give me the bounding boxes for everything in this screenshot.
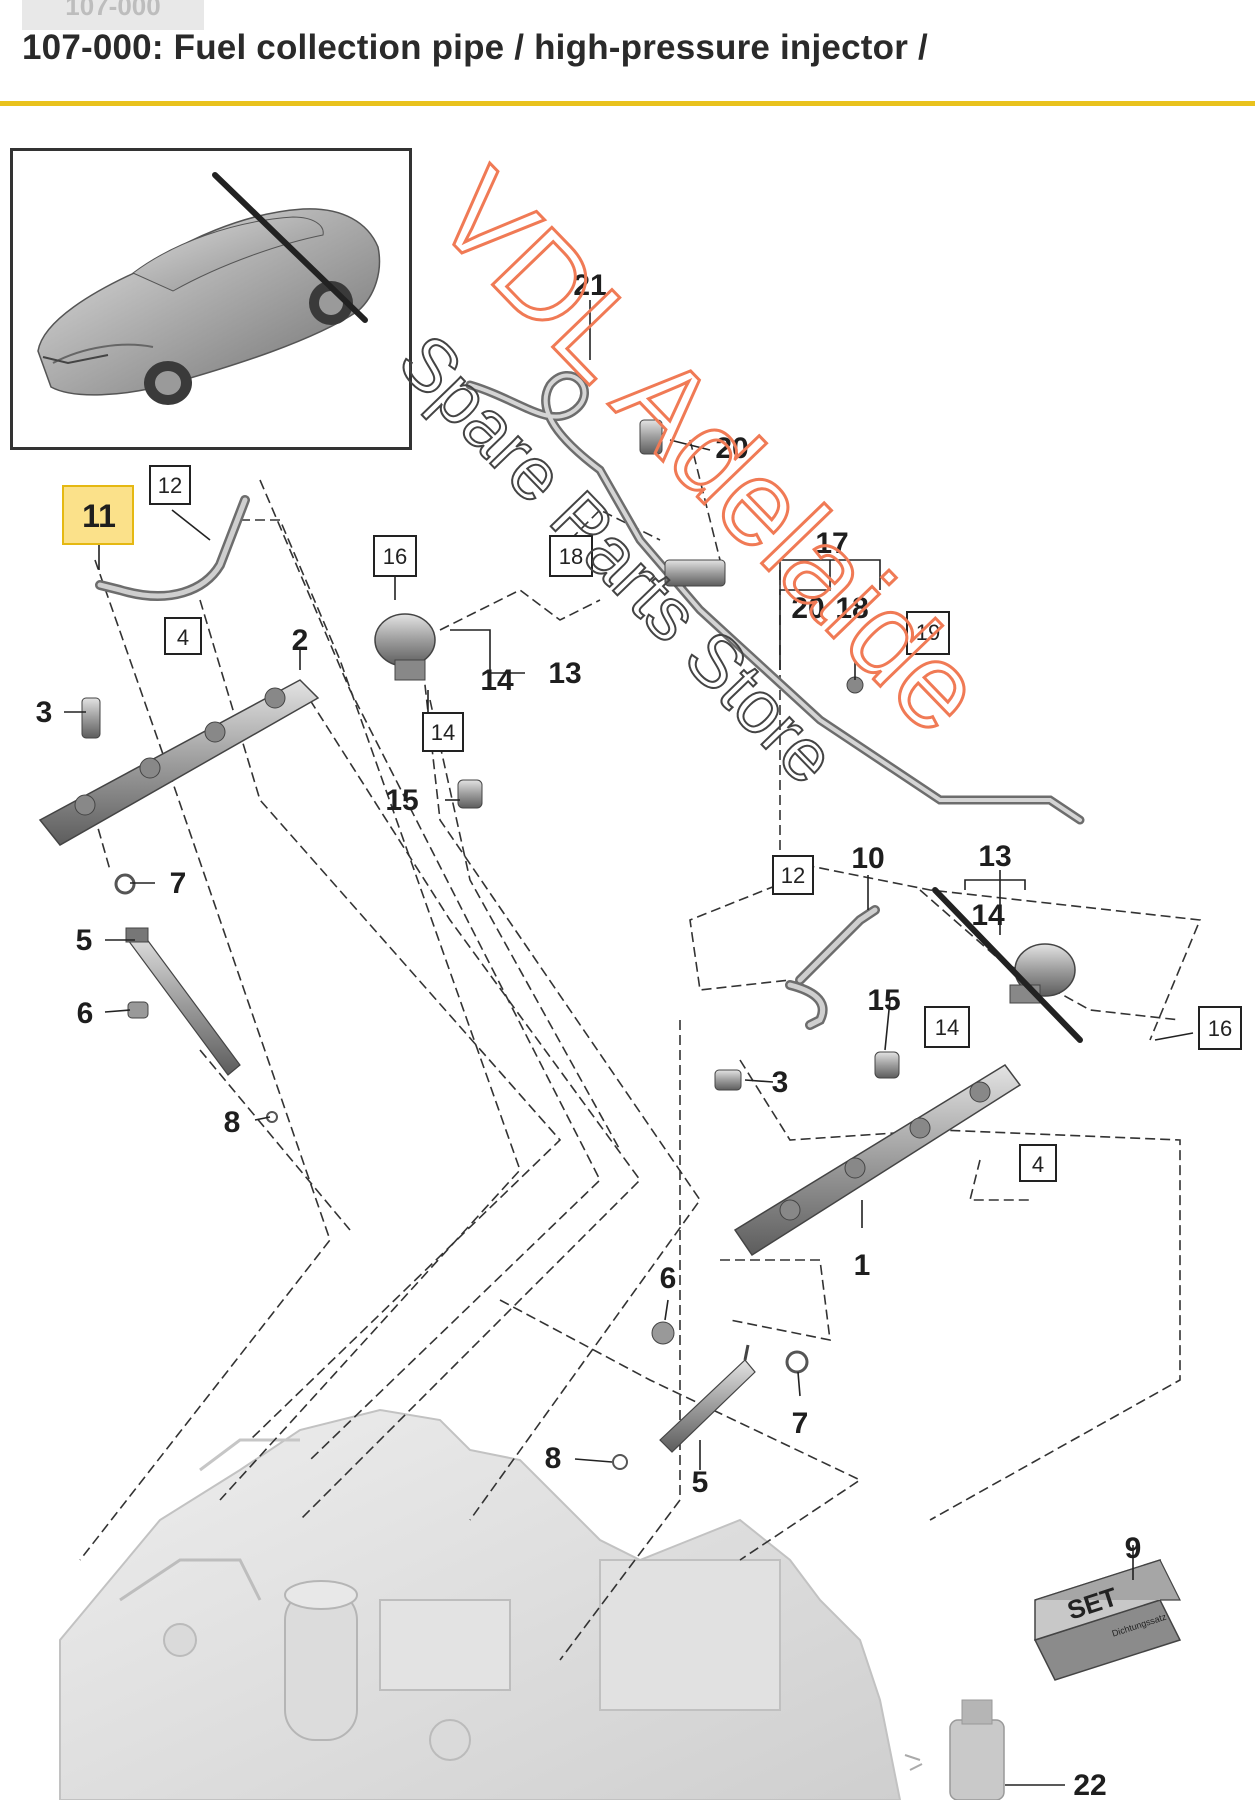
callout-12-right[interactable]: 12 [781,863,805,888]
pressure-sensor-right[interactable] [714,1069,742,1091]
watermark: VDL Adelaide Spare Parts Store [382,143,1011,800]
bush-15-right[interactable] [874,1051,900,1079]
ring-8-right[interactable] [612,1454,628,1470]
callout-numbers: 1 2 3 3 4 4 5 5 6 6 7 7 8 8 9 10 11 12 1… [36,269,1242,1800]
callout-bracket-17 [779,559,881,590]
callout-17[interactable]: 17 [815,527,848,560]
callout-14-a[interactable]: 14 [480,664,514,697]
pressure-sensor-left[interactable] [81,697,101,739]
callout-bracket-13 [964,879,1026,890]
sensor-20[interactable] [639,419,663,455]
callout-7-right[interactable]: 7 [792,1407,809,1440]
page-title: 107-000: Fuel collection pipe / high-pre… [22,28,928,67]
callout-12-left[interactable]: 12 [158,473,182,498]
title-divider [0,101,1255,106]
bush-15-left[interactable] [457,779,483,809]
high-pressure-line-left-outline [97,497,248,599]
watermark-strikes [212,172,1083,1043]
high-pressure-pump-left[interactable] [374,613,436,681]
callout-7-left[interactable]: 7 [170,867,187,900]
callout-21[interactable]: 21 [573,269,606,302]
clip-7-left[interactable] [114,873,136,895]
fuel-line-21[interactable] [465,371,1085,825]
callout-10[interactable]: 10 [851,842,884,875]
callout-6-left[interactable]: 6 [77,997,94,1030]
clip-7-right[interactable] [785,1350,809,1374]
injector-right[interactable] [659,1344,756,1453]
fuel-rail-left[interactable] [38,679,320,846]
callout-16-left-box [373,535,417,577]
callout-18-a[interactable]: 18 [559,544,583,569]
callout-18-b[interactable]: 18 [835,592,868,625]
fuel-rail-right[interactable] [733,1064,1022,1257]
seal-kit-set[interactable]: SET Dichtungssatz [1033,1558,1182,1681]
diagram-tab-label: 107-000 [65,0,161,21]
callout-3-right[interactable]: 3 [772,1066,789,1099]
callout-15-right[interactable]: 15 [867,984,900,1017]
callout-2[interactable]: 2 [292,624,309,657]
callout-12-left-box [149,465,191,505]
callout-22[interactable]: 22 [1073,1769,1106,1800]
callout-16-left[interactable]: 16 [383,544,407,569]
callout-8-left[interactable]: 8 [224,1106,241,1139]
callout-15-left[interactable]: 15 [385,784,418,817]
callout-20-b[interactable]: 20 [791,592,824,625]
connector-18[interactable] [664,559,726,587]
callout-12-right-box [772,855,814,895]
callout-8-right[interactable]: 8 [545,1442,562,1475]
callout-14-b[interactable]: 14 [971,899,1005,932]
injector-left[interactable] [125,927,241,1076]
callout-3-left[interactable]: 3 [36,696,53,729]
fluid-bottle[interactable] [904,1699,1005,1800]
callout-4-right-box [1019,1144,1057,1182]
callout-19-box [906,611,950,655]
callout-4-right[interactable]: 4 [1032,1152,1044,1177]
callout-4-left[interactable]: 4 [177,625,189,650]
callout-5-left[interactable]: 5 [76,924,93,957]
callout-14-c-box [422,712,464,752]
seal-6-left[interactable] [127,1001,149,1019]
callout-16-right-box [1198,1006,1242,1050]
callout-20-a[interactable]: 20 [715,432,748,465]
high-pressure-line-right-outline [787,907,878,1028]
callout-9[interactable]: 9 [1125,1532,1142,1565]
callout-16-right[interactable]: 16 [1208,1016,1232,1041]
callout-13-left[interactable]: 13 [548,657,581,690]
callout-11-highlight [62,485,134,545]
high-pressure-line-right[interactable] [785,905,880,1030]
callout-1[interactable]: 1 [854,1249,871,1282]
diagram-tab[interactable]: 107-000 [22,0,204,30]
callout-14-d-box [924,1006,970,1048]
callout-5-right[interactable]: 5 [692,1466,709,1499]
callout-11[interactable]: 11 [82,498,116,534]
seal-6-right[interactable] [651,1321,675,1345]
engine-block[interactable] [59,1408,902,1800]
callout-18-a-box [549,535,593,577]
callout-6-right[interactable]: 6 [660,1262,677,1295]
callout-19[interactable]: 19 [916,620,940,645]
callout-4-left-box [164,617,202,655]
callout-14-d[interactable]: 14 [935,1015,959,1040]
callout-13-right[interactable]: 13 [978,840,1011,873]
callout-14-c[interactable]: 14 [431,720,455,745]
